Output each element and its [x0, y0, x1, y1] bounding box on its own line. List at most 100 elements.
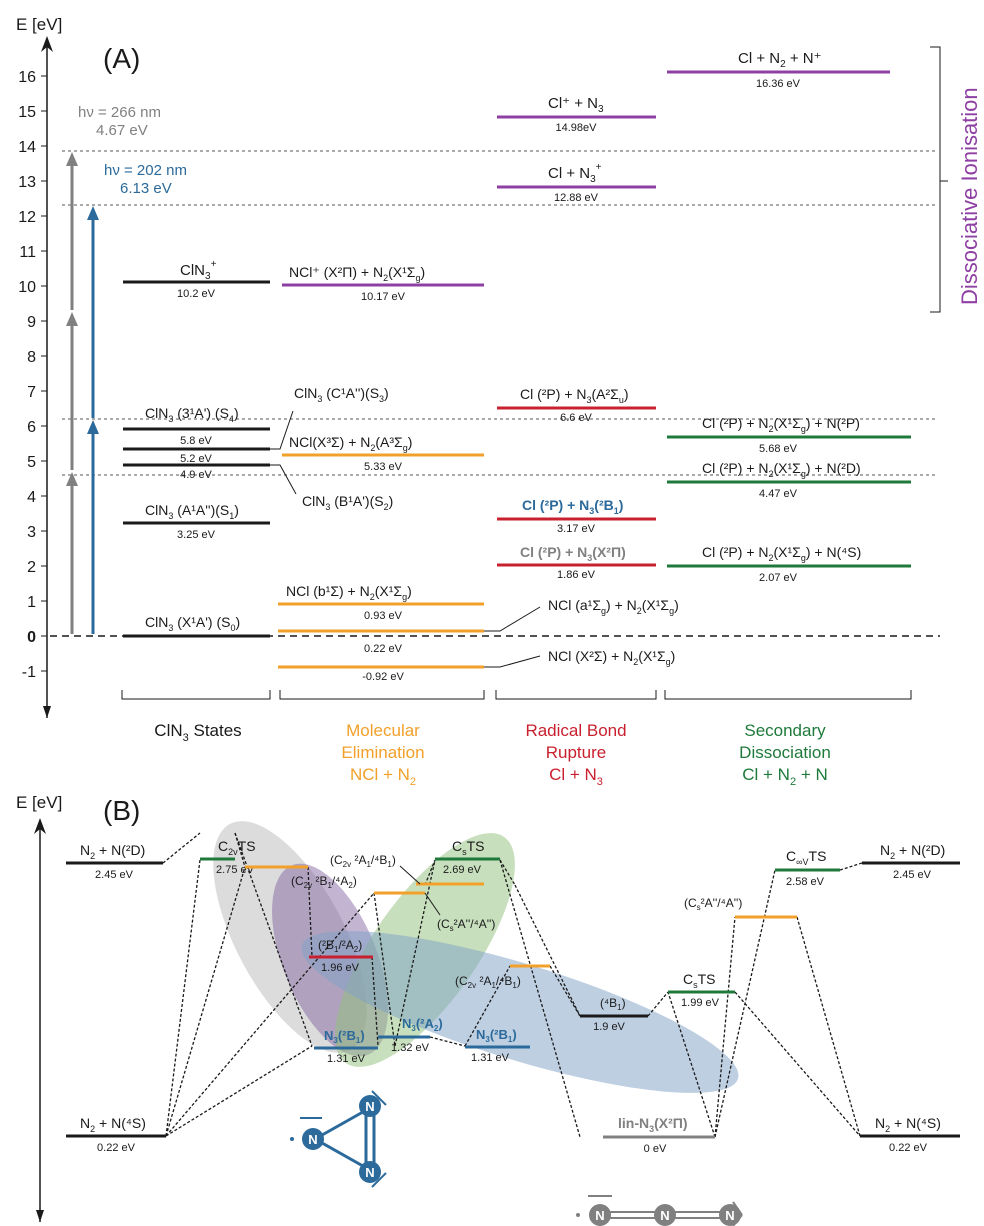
atom-n-label: N	[660, 1208, 669, 1223]
b1a2-red-value: 1.96 eV	[321, 962, 360, 974]
hv-266-arrows	[66, 152, 78, 634]
ncl-x3-label: NCl(X³Σ) + N2(A³Σg)	[289, 434, 412, 453]
cinf-ts-value: 2.58 eV	[786, 876, 825, 888]
panel-a: (A) E [eV] 16 15 14 13 12 11 10 9 8	[16, 15, 982, 788]
atom-n-label: N	[365, 1099, 374, 1114]
tick-label: 7	[27, 384, 36, 401]
tick-label: -1	[22, 664, 36, 681]
cl-plus-n3-value: 14.98eV	[556, 122, 598, 134]
sec-2p-value: 5.68 eV	[759, 443, 798, 455]
cl-n3-a2-label: Cl (²P) + N3(A²Σu)	[520, 386, 629, 405]
dissociative-ionisation-label: Dissociative Ionisation	[957, 87, 982, 305]
hv-202-arrows	[87, 206, 99, 634]
axis-arrow-top-icon	[41, 36, 53, 52]
atom-n-label: N	[595, 1208, 604, 1223]
ncl-x3-value: 5.33 eV	[364, 461, 403, 473]
n3-2a2-value: 1.32 eV	[391, 1042, 430, 1054]
n2-n2d-right-value: 2.45 eV	[893, 869, 932, 881]
group-mol-elim-3: NCl + N2	[350, 765, 416, 788]
cs-a-label: (Cs²A''/⁴A'')	[437, 917, 495, 933]
n3-2b1-a-value: 1.31 eV	[327, 1053, 366, 1065]
tick-label: 14	[18, 139, 36, 156]
n2-n2d-left-label: N2 + N(²D)	[80, 842, 145, 861]
ionisation-bracket	[930, 46, 941, 313]
tick-label: 11	[19, 244, 36, 261]
tick-label: 10	[18, 279, 36, 296]
group-sec-2: Dissociation	[739, 743, 831, 762]
tick-label: 4	[27, 489, 36, 506]
tick-label: 9	[27, 314, 36, 331]
hv-202-label: hν = 202 nm	[104, 162, 187, 179]
tick-label: 15	[18, 104, 36, 121]
group-clN3-states: ClN3 States	[154, 721, 241, 744]
panel-b-label: (B)	[103, 795, 140, 826]
n3-2b1-b-value: 1.31 eV	[471, 1052, 510, 1064]
ncl-b1-label: NCl (b¹Σ) + N2(X¹Σg)	[286, 583, 412, 602]
cs-ts-mid-value: 1.99 eV	[681, 997, 720, 1009]
ncl-b1-value: 0.93 eV	[364, 610, 403, 622]
c2v-a1b1-lower-label: (C2v ²A1/⁴B1)	[455, 974, 521, 990]
n2-n4s-right-value: 0.22 eV	[889, 1142, 928, 1154]
ncl-cation-value: 10.17 eV	[361, 291, 406, 303]
cyclic-n3-molecule: N N N	[290, 1090, 387, 1188]
n2-n2d-left-value: 2.45 eV	[95, 869, 134, 881]
axis-arrow-bottom-icon	[43, 706, 51, 718]
c2v-ts-value: 2.75 eV	[216, 864, 255, 876]
ncl-x2-label: NCl (X²Σ) + N2(X¹Σg)	[548, 648, 675, 667]
reference-lines	[62, 150, 936, 476]
clN3-cation-value: 10.2 eV	[177, 288, 216, 300]
group-sec-3: Cl + N2 + N	[742, 765, 828, 788]
sec-2p-label: Cl (²P) + N2(X¹Σg) + N(²P)	[702, 415, 860, 434]
tick-label: 12	[18, 209, 36, 226]
hv-266-label: hν = 266 nm	[78, 104, 161, 121]
sec-2d-value: 4.47 eV	[759, 488, 798, 500]
secondary-dissociation: Cl + N2 + N⁺ 16.36 eV Cl (²P) + N2(X¹Σg)…	[667, 50, 911, 584]
cl-n3-x2-value: 1.86 eV	[557, 569, 596, 581]
b1a2-red-label: (²B1/²A2)	[318, 938, 362, 954]
group-mol-elim-1: Molecular	[346, 721, 420, 740]
tick-label: 6	[27, 419, 36, 436]
sec-4s-label: Cl (²P) + N2(X¹Σg) + N(⁴S)	[702, 544, 861, 563]
s0-label: ClN3 (X¹A') (S0)	[145, 614, 240, 633]
group-brackets	[121, 690, 912, 700]
tick-label: 0	[27, 629, 36, 646]
tick-label: 13	[18, 174, 36, 191]
atom-n-label: N	[725, 1208, 734, 1223]
cl-n3-plus-value: 12.88 eV	[554, 192, 599, 204]
cs-a-right-label: (Cs²A''/⁴A'')	[684, 896, 742, 912]
s3-value: 5.2 eV	[180, 453, 212, 465]
s2-value: 4.9 eV	[180, 469, 212, 481]
cs-ts-top-value: 2.69 eV	[443, 864, 482, 876]
group-rad-2: Rupture	[546, 743, 606, 762]
clN3-cation-label: ClN3+	[180, 259, 217, 282]
s4-value: 5.8 eV	[180, 435, 212, 447]
s3-label: ClN3 (C¹A'')(S3)	[294, 385, 389, 404]
group-rad-1: Radical Bond	[525, 721, 626, 740]
s4-label: ClN3 (3¹A') (S4)	[145, 405, 239, 424]
4b1-label: (⁴B1)	[600, 996, 626, 1012]
cl-plus-n3-label: Cl⁺ + N3	[548, 95, 604, 115]
group-sec-1: Secondary	[744, 721, 826, 740]
cl-n3-2b1-value: 3.17 eV	[557, 523, 596, 535]
n2-n4s-right-label: N2 + N(⁴S)	[875, 1115, 941, 1134]
panel-b-axis-title: E [eV]	[16, 793, 62, 812]
ncl-cation-label: NCl⁺ (X²Π) + N2(X¹Σg)	[289, 264, 425, 283]
ncl-x2-value: -0.92 eV	[362, 671, 404, 683]
reaction-paths	[162, 832, 863, 1138]
c2v-region	[213, 821, 367, 1053]
hv-202-energy: 6.13 eV	[120, 180, 172, 197]
cl-n2-nplus-label: Cl + N2 + N⁺	[738, 50, 822, 70]
atom-n-label: N	[308, 1132, 317, 1147]
axis-b-arrow-bottom-icon	[36, 1210, 44, 1222]
y-ticks-a	[41, 75, 47, 672]
molecular-elimination: NCl⁺ (X²Π) + N2(X¹Σg) 10.17 eV NCl(X³Σ) …	[278, 264, 679, 683]
n2-n4s-left-label: N2 + N(⁴S)	[80, 1115, 146, 1134]
c2v-b1a2-label: (C2v ²B1/⁴A2)	[291, 874, 357, 890]
panel-a-label: (A)	[103, 43, 140, 74]
s2-label: ClN3 (B¹A')(S2)	[302, 493, 393, 512]
s1-value: 3.25 eV	[177, 529, 216, 541]
sec-4s-value: 2.07 eV	[759, 572, 798, 584]
cs-ts-mid-label: CsTS	[683, 971, 716, 990]
tick-label: 2	[27, 559, 36, 576]
